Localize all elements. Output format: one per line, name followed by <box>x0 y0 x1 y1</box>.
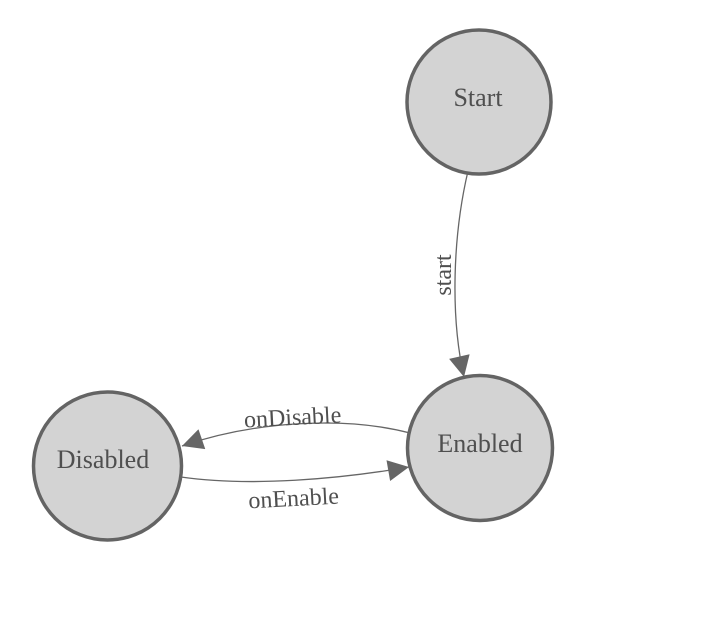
edge-label-ondisable: onDisable <box>243 402 342 433</box>
edge-label-start: start <box>431 254 457 296</box>
state-node-enabled-label: Enabled <box>437 429 522 458</box>
edge-enabled-to-disabled <box>181 422 411 450</box>
edge-label-onenable: onEnable <box>248 484 340 515</box>
edge-group <box>180 170 470 483</box>
state-node-disabled <box>31 390 184 542</box>
node-group: Start Enabled Disabled <box>31 28 555 542</box>
edge-label-group: start onDisable onEnable <box>243 254 457 514</box>
state-node-disabled-label: Disabled <box>57 445 149 474</box>
state-node-start-label: Start <box>453 83 503 112</box>
state-node-enabled <box>405 373 555 523</box>
state-node-start <box>405 28 553 176</box>
edge-start-to-enabled <box>449 170 470 378</box>
edge-disabled-to-enabled <box>180 460 410 483</box>
